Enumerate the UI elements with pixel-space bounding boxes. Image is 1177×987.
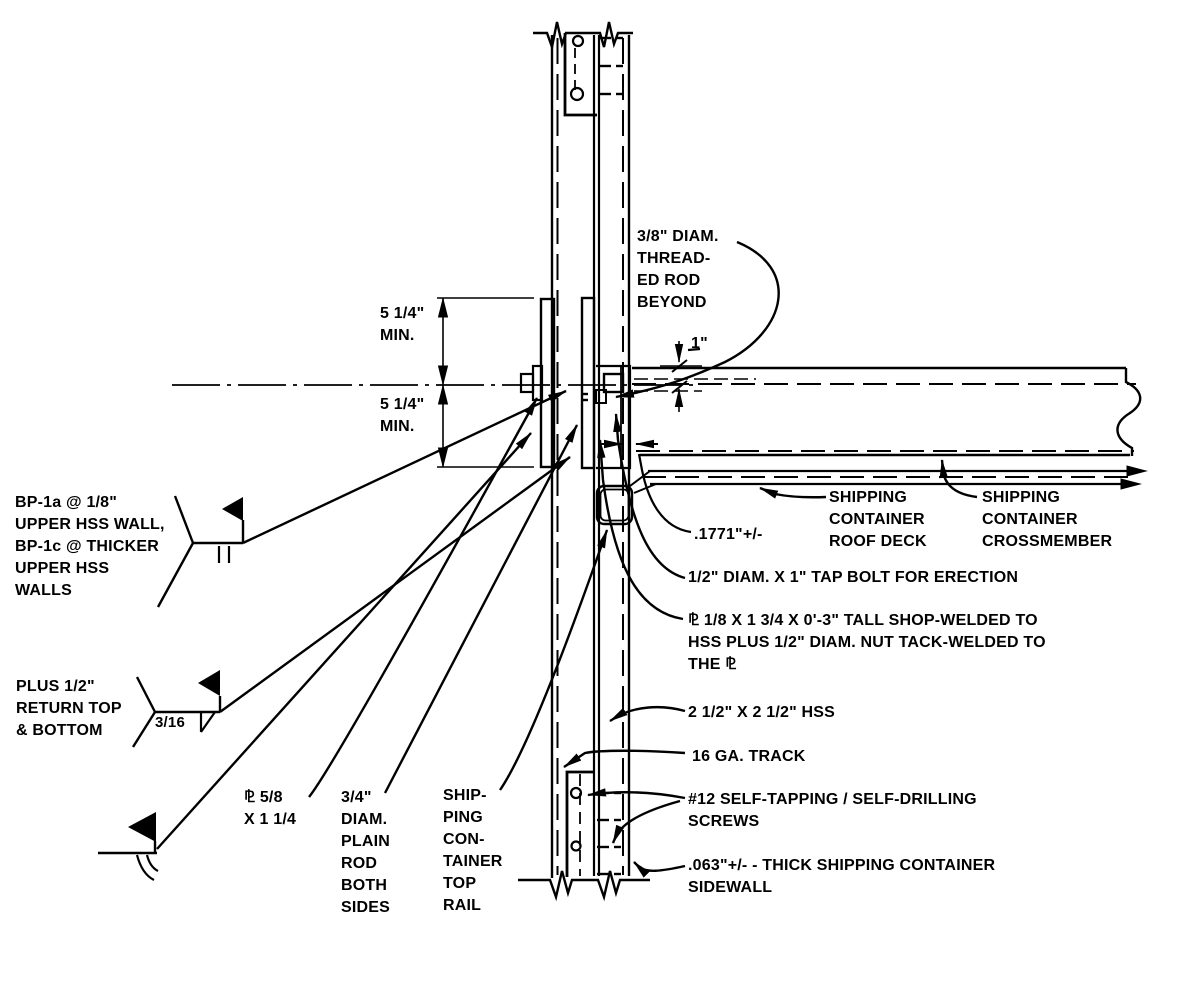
- label-tap-bolt: 1/2" DIAM. X 1" TAP BOLT FOR ERECTION: [688, 569, 1019, 586]
- label-min-top: 5 1/4" MIN.: [380, 305, 425, 344]
- label-return-weld: PLUS 1/2" RETURN TOP & BOTTOM: [16, 678, 122, 739]
- label-crossmember: SHIPPING CONTAINER CROSSMEMBER: [982, 489, 1113, 550]
- label-bp-weld-note: BP-1a @ 1/8" UPPER HSS WALL, BP-1c @ THI…: [15, 494, 165, 599]
- label-dim-one-inch: 1": [691, 335, 708, 352]
- weld-symbol-fillet: [131, 456, 571, 748]
- label-weld-size: 3/16: [155, 714, 185, 731]
- weld-symbol-bottom: [98, 432, 532, 881]
- label-roof-deck: SHIPPING CONTAINER ROOF DECK: [829, 489, 927, 550]
- label-wall-thickness: .1771"+/-: [694, 526, 763, 543]
- weld-symbol-bp1a: [156, 389, 567, 608]
- label-shop-plate: ⅊ 1/8 X 1 3/4 X 0'-3" TALL SHOP-WELDED T…: [688, 612, 1046, 673]
- label-track: 16 GA. TRACK: [692, 748, 806, 765]
- leader-lines-left: [308, 397, 609, 798]
- bolt-and-washer: [519, 364, 544, 402]
- dimension-5-1-4: [437, 297, 534, 468]
- roof-deck: [625, 465, 1148, 494]
- label-plain-rod: 3/4" DIAM. PLAIN ROD BOTH SIDES: [341, 789, 391, 916]
- label-screws: #12 SELF-TAPPING / SELF-DRILLING SCREWS: [688, 791, 977, 830]
- top-plate: [563, 33, 597, 117]
- label-min-bottom: 5 1/4" MIN.: [380, 396, 425, 435]
- label-hss-size: 2 1/2" X 2 1/2" HSS: [688, 704, 836, 721]
- label-plate-5-8: ⅊ 5/8 X 1 1/4: [244, 789, 297, 828]
- label-threaded-rod: 3/8" DIAM. THREAD- ED ROD BEYOND: [637, 228, 719, 311]
- dimension-1-inch: [660, 341, 702, 412]
- label-top-rail: SHIP- PING CON- TAINER TOP RAIL: [443, 787, 503, 914]
- crossmember-member: [632, 366, 1142, 457]
- label-sidewall: .063"+/- - THICK SHIPPING CONTAINER SIDE…: [688, 857, 996, 896]
- break-line-top: [533, 21, 633, 52]
- bottom-track-plate: [565, 770, 593, 877]
- leader-lines-right: [563, 240, 978, 878]
- break-line-bottom: [518, 870, 650, 902]
